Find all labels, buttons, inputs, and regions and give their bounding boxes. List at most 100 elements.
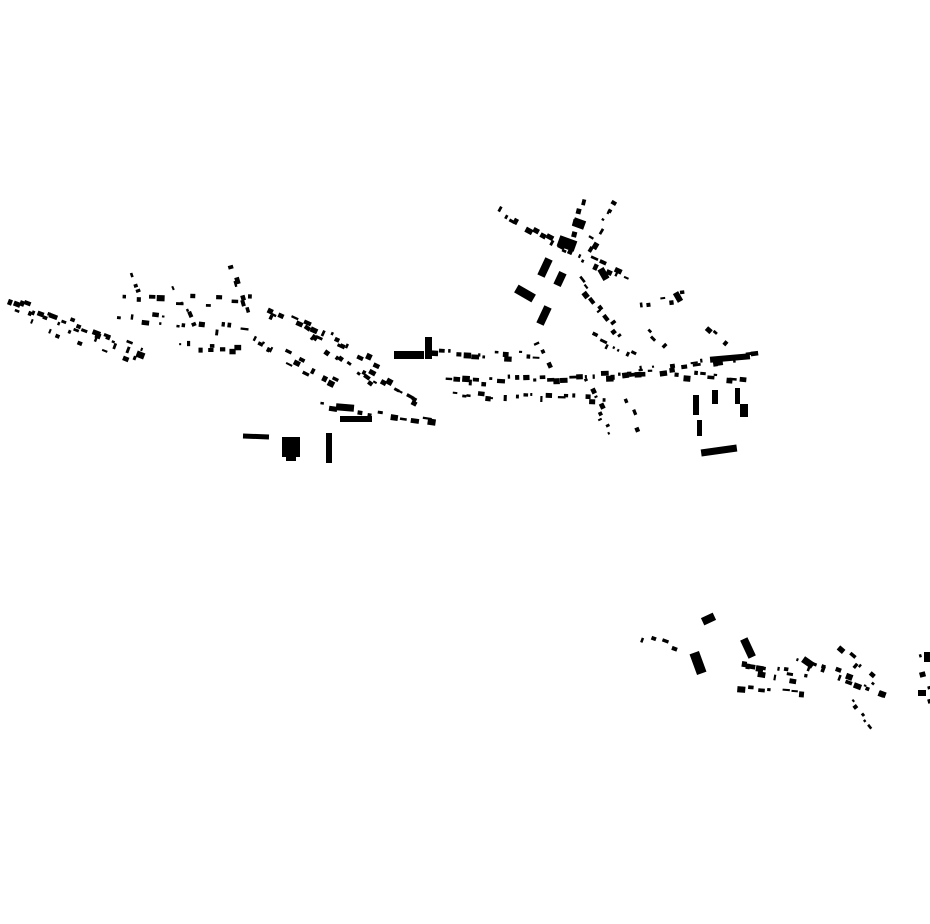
building (328, 405, 338, 412)
building (291, 315, 299, 321)
building (575, 208, 582, 215)
building (539, 375, 546, 380)
building (735, 388, 740, 404)
building (713, 373, 718, 377)
building (681, 364, 688, 370)
building (257, 341, 264, 347)
building (48, 328, 52, 334)
building (462, 375, 470, 383)
building (545, 392, 553, 398)
building (320, 401, 325, 405)
building (54, 333, 61, 339)
building (579, 275, 586, 283)
building (533, 341, 540, 346)
building (599, 259, 607, 266)
building (569, 375, 577, 379)
building (623, 275, 629, 280)
building (524, 226, 534, 236)
building (767, 687, 771, 692)
building (282, 437, 300, 457)
building (606, 208, 612, 215)
building (616, 348, 620, 352)
building (646, 302, 651, 308)
building (740, 404, 748, 417)
building (614, 272, 619, 277)
building (647, 328, 653, 334)
building (265, 346, 271, 353)
building (782, 688, 790, 692)
building (179, 343, 182, 346)
building (152, 312, 160, 318)
building (252, 335, 258, 342)
building (148, 294, 156, 299)
building (639, 365, 643, 371)
building (135, 350, 146, 360)
building (634, 426, 641, 433)
building (563, 393, 569, 398)
building (844, 672, 854, 681)
building (346, 360, 352, 366)
building (561, 248, 567, 254)
building (602, 398, 606, 402)
building (689, 650, 707, 676)
building (590, 387, 597, 395)
building (693, 395, 699, 415)
building (798, 691, 805, 698)
building (76, 340, 83, 347)
building (699, 358, 703, 363)
building (295, 320, 304, 328)
building (326, 433, 332, 463)
building (553, 270, 567, 288)
building (610, 328, 617, 336)
building (240, 299, 246, 307)
building (73, 327, 80, 333)
building (588, 296, 596, 305)
building (452, 391, 458, 395)
building (588, 235, 594, 240)
building (862, 719, 867, 723)
building (116, 316, 121, 320)
building (323, 349, 331, 357)
building (179, 301, 184, 306)
building (431, 350, 439, 357)
building (580, 259, 585, 263)
building (589, 399, 596, 405)
building (576, 374, 583, 380)
building (669, 367, 676, 373)
building (477, 353, 481, 357)
building (507, 374, 511, 379)
building (181, 323, 186, 328)
building (361, 369, 367, 376)
building (651, 365, 655, 368)
building (320, 330, 326, 337)
building (489, 377, 493, 381)
building (559, 377, 568, 384)
building (773, 674, 777, 681)
building (592, 263, 599, 271)
building (227, 322, 232, 328)
building (234, 344, 242, 351)
building (284, 348, 293, 355)
building (669, 363, 676, 369)
building (331, 376, 339, 383)
building (397, 389, 403, 394)
building (357, 410, 363, 416)
building (598, 228, 605, 235)
building (587, 246, 594, 253)
building (159, 322, 162, 325)
building (610, 319, 617, 326)
building (277, 312, 285, 320)
building (12, 300, 22, 308)
building (240, 294, 246, 301)
building (171, 285, 175, 291)
building (592, 374, 595, 379)
building (679, 290, 685, 295)
building (634, 371, 642, 378)
building (132, 355, 137, 361)
building (309, 326, 319, 335)
building (130, 314, 134, 320)
building (30, 318, 34, 324)
building (208, 348, 214, 353)
building (577, 253, 582, 259)
building (356, 371, 361, 376)
